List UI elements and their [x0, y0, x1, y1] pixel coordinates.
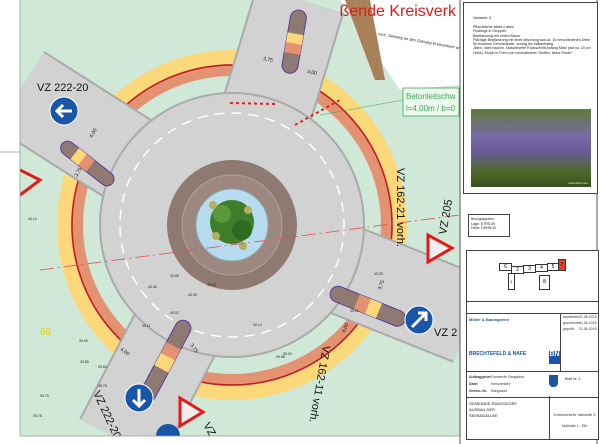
spot-height: 39.98	[276, 355, 285, 359]
spot-height: 40.11	[142, 324, 151, 328]
tree-icon	[209, 200, 254, 250]
date-label: bearbeitet	[563, 315, 579, 319]
dimension-label: 4,00	[89, 127, 99, 139]
sheet-tile-active[interactable]: 7	[558, 259, 566, 271]
footpath	[345, 0, 385, 80]
revision-table	[467, 301, 598, 314]
date-block: bearbeitet 01.06.2018 gezeichnet 01.06.2…	[560, 313, 599, 371]
note-line: Flächige Bepflanzung mit einer Mischung …	[473, 37, 591, 47]
row-value: Rangsdorf	[491, 389, 508, 393]
dimension-label: 3,75	[188, 343, 199, 355]
concrete-label-box	[402, 87, 460, 117]
note-line: Bepflanzung mit einem Baum	[473, 33, 520, 38]
row-value: Gemeinde Rangsdorf	[491, 375, 525, 379]
note-line: Pflanzfläche bleibt z aben	[473, 25, 514, 29]
spot-height: 39.78	[33, 414, 42, 418]
spot-height: 39.84	[98, 365, 107, 369]
yield-sign-icon	[178, 395, 206, 429]
blue-sign-icon	[156, 424, 180, 436]
row-label: Datei	[469, 382, 478, 386]
row-label: Zeichn.-Nr.	[469, 389, 488, 393]
spot-height: 40.13	[28, 217, 37, 221]
project-line: AUSBAU DER	[469, 407, 496, 412]
spot-height: 39.90	[79, 339, 88, 343]
sheet-tile[interactable]: 8	[539, 275, 550, 290]
date-value: 01.06.2018	[579, 315, 597, 319]
plan-title: Kreisverkehr Variante 3	[554, 412, 596, 417]
sign-label: VZ 222-20	[37, 82, 88, 94]
municipal-crest-icon	[549, 375, 558, 387]
dimension-label: 3,75	[377, 279, 386, 290]
spot-height: 40.05	[188, 293, 197, 297]
project-line: SEEBADALLEE	[469, 413, 498, 418]
date-value: 01.06.2018	[579, 327, 597, 331]
row-value: Kreisverkehr	[491, 382, 511, 386]
sheet-overview: 6 2 3 4 5 7 8 1	[467, 251, 598, 302]
plan-title-block: Kreisverkehr Variante 3 Maßstab 1 : 250	[549, 396, 599, 439]
dimension-label: 4,00	[307, 69, 318, 77]
sheet-tile[interactable]: 1	[508, 273, 515, 290]
spot-height: 39.75	[98, 384, 107, 388]
reference-lage: Lage: ETRS 89	[471, 221, 495, 226]
keep-right-sign-icon	[404, 305, 434, 335]
variant-notes: Pflanzfläche bleibt z aben Findlinge in …	[473, 25, 593, 55]
dimension-label: 3,75	[263, 56, 274, 64]
variant-title: Variante 3	[473, 15, 491, 20]
row-label: Auftraggeber	[469, 375, 491, 379]
firm-logo: BN	[549, 351, 560, 364]
date-label: gezeichnet	[563, 321, 580, 325]
dimension-label: 4,00	[119, 347, 131, 358]
note-line: Jäten, nicht hacken. Maschineller Rücksc…	[473, 46, 591, 55]
concrete-label: Betonleitschw	[406, 92, 456, 101]
spot-height: 39.80	[80, 360, 89, 364]
spot-height: 40.01	[350, 309, 359, 313]
project-name: GEMEINDE RANGSDORF AUSBAU DER SEEBADALLE…	[469, 401, 517, 419]
spot-height: 40.06	[148, 285, 157, 289]
reference-title: Bezugssystem	[471, 217, 494, 221]
title-fragment: ßende Kreisverk	[340, 3, 457, 20]
reference-hoehe: Höhe: DHHN 92	[471, 226, 497, 230]
date-label: geprüft	[563, 327, 574, 331]
planting-photo: www.flickr.com	[471, 109, 591, 187]
client-block: Auftraggeber Gemeinde Rangsdorf Datei Kr…	[467, 371, 598, 398]
sheet-number: Blatt Nr. 3	[565, 377, 581, 381]
yield-sign-icon	[426, 232, 456, 265]
date-value: 01.06.2018	[579, 321, 597, 325]
reference-system-box: Bezugssystem Lage: ETRS 89 Höhe: DHHN 92	[468, 214, 510, 237]
yield-sign-icon	[20, 168, 43, 197]
plan-scale: Maßstab 1 : 250	[562, 424, 588, 428]
variant-description-panel: Variante 3 Pflanzfläche bleibt z aben Fi…	[463, 2, 598, 194]
project-line: GEMEINDE RANGSDORF	[469, 401, 518, 406]
spot-height: 40.03	[207, 283, 216, 287]
spot-height: 39.79	[40, 394, 49, 398]
dimension-label: 4,00	[341, 322, 350, 333]
yellow-ring	[57, 50, 407, 400]
firm-name-1: Möller & Baumgarten	[469, 317, 510, 322]
keep-left-sign-icon	[49, 96, 79, 126]
spot-height: 40.20	[374, 272, 383, 276]
area-number: 69	[40, 327, 52, 338]
note-line: Findlinge in Gruppen	[473, 29, 507, 34]
spot-height: 40.02	[170, 311, 179, 315]
dimension-label: 3,75	[74, 166, 84, 178]
concrete-dims: l=4,00m / b=0	[406, 104, 455, 113]
sign-label: VZ 162-21 vorh.	[394, 168, 406, 247]
spot-height: 40.08	[170, 274, 179, 278]
keep-down-sign-icon	[124, 383, 154, 413]
spot-height: 39.93	[283, 352, 292, 356]
firm-name-2: BRECHTEFELD & NAFE	[469, 351, 527, 357]
sign-label: VZ 2	[434, 327, 457, 339]
spot-height: 40.12	[253, 323, 262, 327]
photo-credit: www.flickr.com	[568, 181, 588, 185]
title-block: 6 2 3 4 5 7 8 1 Möller & Baumgarten BREC…	[466, 250, 599, 440]
